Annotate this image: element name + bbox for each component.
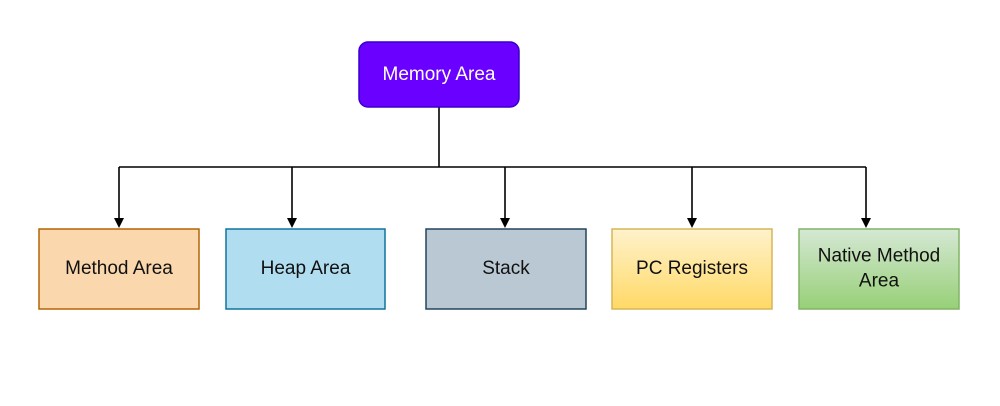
child-node-box <box>225 228 386 310</box>
arrowhead <box>861 218 871 228</box>
child-node-label: PC Registers <box>636 258 748 279</box>
arrowhead <box>114 218 124 228</box>
child-node-box <box>38 228 200 310</box>
child-node-label: Method Area <box>65 258 173 279</box>
root-node-label: Memory Area <box>383 64 496 85</box>
child-node-box <box>798 228 960 310</box>
child-node: Stack <box>425 228 587 310</box>
child-node-label: Area <box>859 271 900 292</box>
arrowhead <box>287 218 297 228</box>
child-node: Method Area <box>38 228 200 310</box>
root-node-box <box>358 41 520 108</box>
child-node-label: Heap Area <box>261 258 351 279</box>
child-node-label: Stack <box>482 258 530 279</box>
child-node: Heap Area <box>225 228 386 310</box>
arrowhead <box>500 218 510 228</box>
child-node-label: Native Method <box>818 246 941 267</box>
arrowhead <box>687 218 697 228</box>
root-node: Memory Area <box>358 41 520 108</box>
child-nodes: Method Area Heap Area Stack PC Registers Nat… <box>38 228 960 310</box>
child-node-box <box>611 228 773 310</box>
child-node-box <box>425 228 587 310</box>
child-node: PC Registers <box>611 228 773 310</box>
connector-lines <box>114 107 871 228</box>
